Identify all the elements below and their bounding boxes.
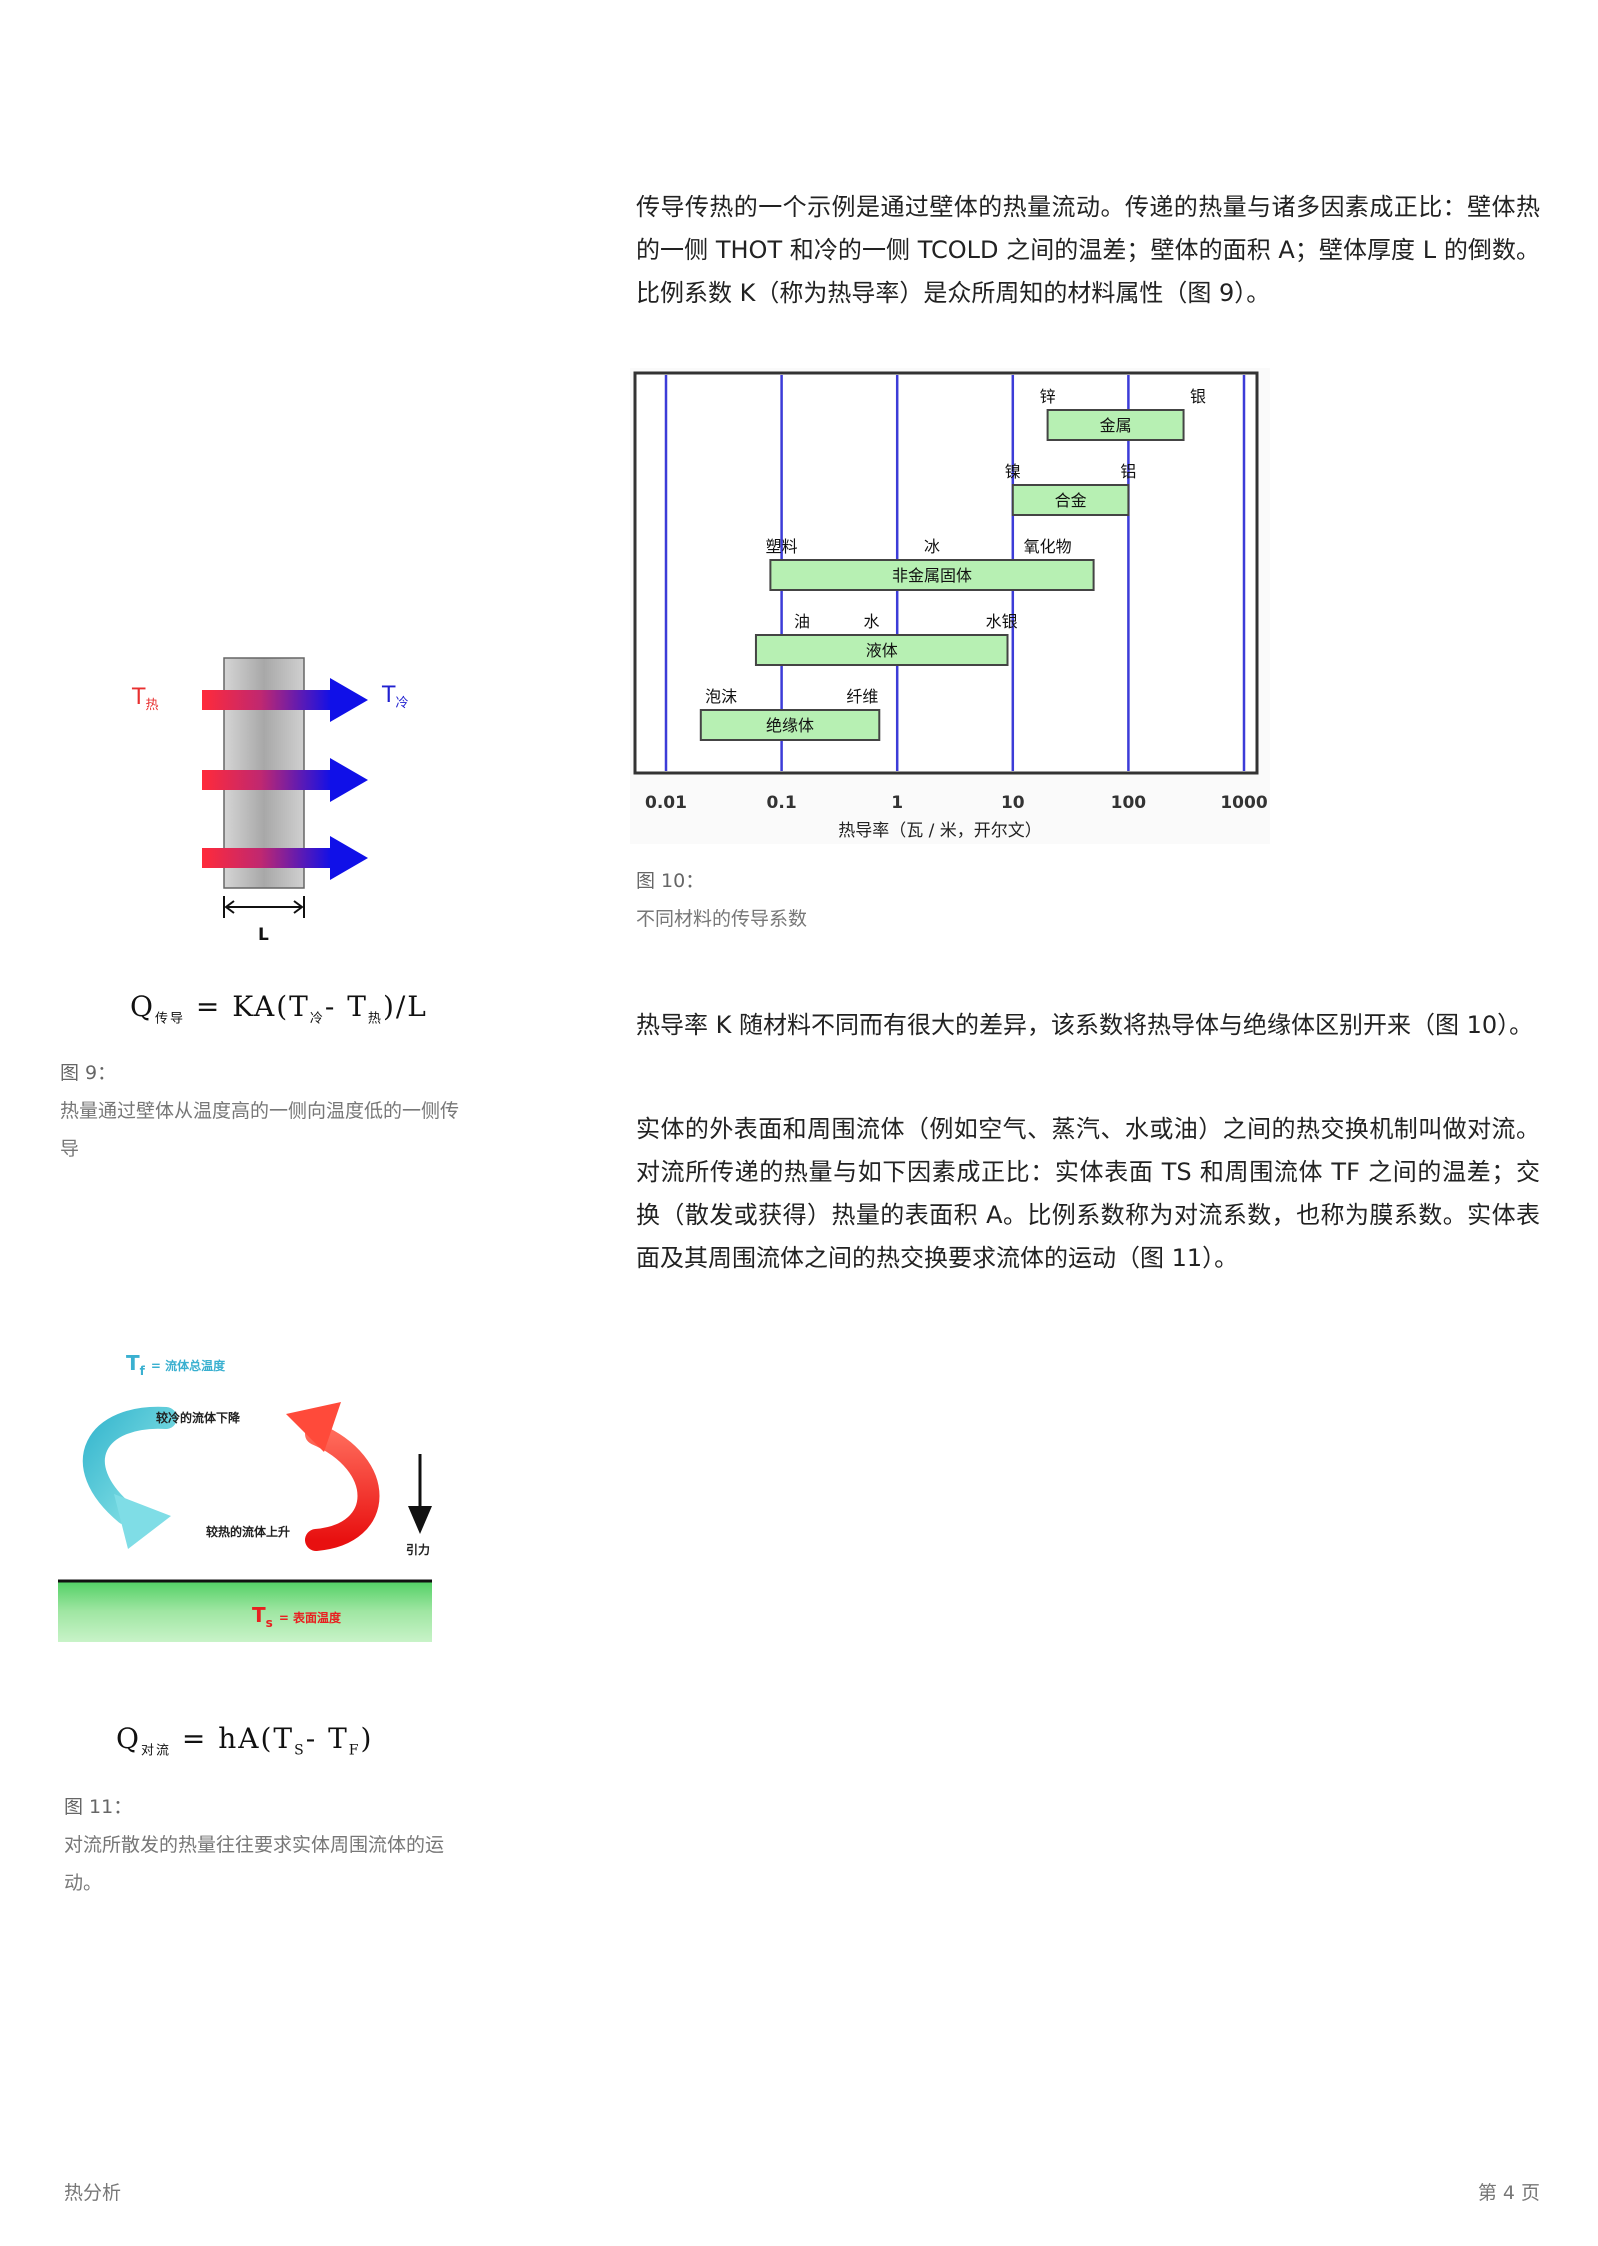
bar-annotation: 镍	[1005, 462, 1021, 481]
bar-annotation: 水银	[986, 612, 1018, 631]
figure-9-caption: 图 9： 热量通过壁体从温度高的一侧向温度低的一侧传导	[60, 1054, 460, 1168]
bar-annotation: 泡沫	[705, 687, 737, 706]
x-tick-label: 1	[891, 793, 903, 813]
bar-annotation: 水	[864, 612, 880, 631]
bar-annotation: 纤维	[846, 687, 878, 706]
figure-10-text: 不同材料的传导系数	[636, 908, 808, 930]
x-tick-label: 0.01	[645, 793, 687, 813]
bar	[1011, 484, 1130, 516]
intro-paragraph: 传导传热的一个示例是通过壁体的热量流动。传递的热量与诸多因素成正比：壁体热的一侧…	[636, 193, 1540, 307]
x-tick-label: 100	[1111, 793, 1147, 813]
cool-fluid-label: 较冷的流体下降	[156, 1410, 241, 1425]
heat-arrow	[202, 758, 368, 802]
x-tick-label: 0.1	[767, 793, 797, 813]
bar	[754, 634, 1009, 666]
bar	[769, 559, 1095, 591]
figure-10-caption: 图 10： 不同材料的传导系数	[636, 862, 1136, 938]
bar-annotation: 铝	[1120, 462, 1136, 481]
bar-annotation: 塑料	[766, 537, 798, 556]
figure-11-text: 对流所散发的热量往往要求实体周围流体的运动。	[64, 1834, 445, 1894]
figure-11-number: 图 11：	[64, 1796, 133, 1818]
thickness-label: L	[258, 925, 269, 945]
page-number: 第 4 页	[1477, 2182, 1540, 2204]
paragraph-convection: 实体的外表面和周围流体（例如空气、蒸汽、水或油）之间的热交换机制叫做对流。对流所…	[636, 1115, 1540, 1272]
tf-label: Tf= 流体总温度	[126, 1351, 226, 1378]
x-axis-label: 热导率（瓦 / 米，开尔文）	[838, 821, 1042, 841]
figure-9-text: 热量通过壁体从温度高的一侧向温度低的一侧传导	[60, 1100, 460, 1160]
hot-fluid-arrow	[286, 1402, 380, 1551]
bar-label: 合金	[1055, 491, 1087, 510]
heat-arrow	[202, 678, 368, 722]
t-cold-label: T冷	[381, 683, 408, 711]
paragraph-conductivity: 热导率 K 随材料不同而有很大的差异，该系数将热导体与绝缘体区别开来（图 10）…	[636, 1011, 1534, 1039]
ts-label: Ts= 表面温度	[252, 1603, 342, 1630]
bar-label: 绝缘体	[766, 716, 814, 735]
figure-11-convection-diagram: Tf= 流体总温度 较冷的流体下降 较热的流体上升 引力 Ts= 表面温度	[58, 1351, 432, 1642]
footer-left: 热分析	[64, 2182, 122, 2204]
heat-arrow	[202, 836, 368, 880]
figure-9-number: 图 9：	[60, 1062, 117, 1084]
bar	[699, 709, 881, 741]
bar	[1046, 409, 1185, 441]
solid-surface	[58, 1580, 432, 1642]
hot-fluid-label: 较热的流体上升	[206, 1524, 290, 1539]
bar-label: 液体	[866, 641, 898, 660]
gravity-arrow-icon	[408, 1454, 432, 1534]
figure-9-wall-diagram: T热 T冷 L	[131, 657, 408, 945]
x-tick-label: 1000	[1220, 793, 1267, 813]
conduction-formula: Q传导 = KA(T冷- T热)/L	[130, 990, 428, 1027]
thickness-dimension	[223, 896, 305, 918]
figure-11-caption: 图 11： 对流所散发的热量往往要求实体周围流体的运动。	[64, 1788, 464, 1902]
figure-10-number: 图 10：	[636, 870, 705, 892]
bar-annotation: 锌	[1040, 387, 1056, 406]
t-hot-label: T热	[131, 685, 158, 713]
bar-annotation: 氧化物	[1024, 537, 1072, 556]
bar-annotation: 银	[1190, 387, 1206, 406]
bar-label: 金属	[1100, 416, 1132, 435]
bar-annotation: 油	[794, 612, 810, 631]
x-tick-label: 10	[1001, 793, 1025, 813]
bar-annotation: 冰	[924, 537, 940, 556]
gravity-label: 引力	[406, 1542, 430, 1557]
convection-formula: Q对流 = hA(TS- TF)	[116, 1722, 374, 1759]
cool-fluid-arrow	[83, 1406, 177, 1549]
bar-label: 非金属固体	[892, 566, 972, 585]
